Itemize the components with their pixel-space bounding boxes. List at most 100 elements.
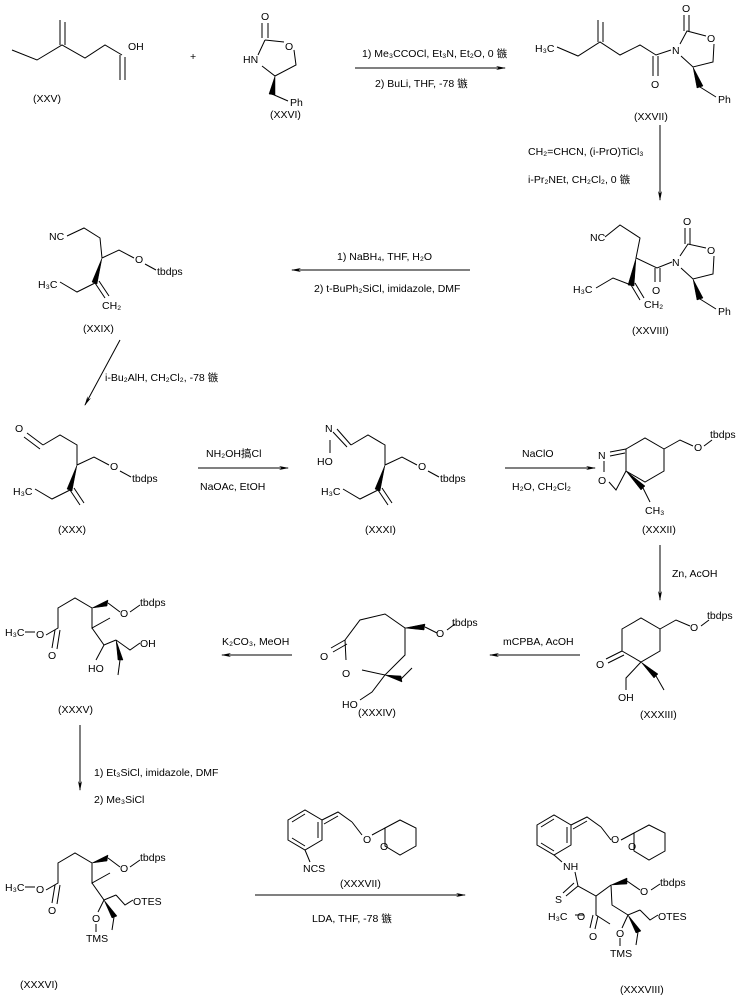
atom-label: CH₂ — [644, 299, 663, 311]
atom-label: N — [672, 257, 680, 269]
compound-XXXIV: O O HO O tbdps (XXXIV) — [320, 613, 478, 719]
compound-XXX: O O tbdps H₃C (XXX) — [13, 423, 158, 536]
atom-label: H₃C — [535, 43, 555, 55]
atom-label: Ph — [718, 94, 731, 106]
atom-label: N — [598, 450, 606, 462]
reagent-text: mCPBA, AcOH — [503, 636, 574, 648]
compound-XXXVI: H₃C O O O tbdps O TMS OTES (XXXVI) — [5, 852, 166, 991]
compound-XXXVII: NCS O O (XXXVII) — [287, 809, 417, 890]
atom-label: tbdps — [452, 617, 478, 629]
atom-label: Ph — [290, 97, 303, 109]
atom-label: H₃C — [5, 882, 25, 894]
reaction-arrow — [84, 339, 121, 406]
atom-label: tbdps — [707, 610, 733, 622]
compound-label: (XXXIV) — [358, 707, 396, 719]
atom-label: O — [261, 11, 269, 23]
atom-label: O — [92, 913, 100, 925]
atom-label: HO — [342, 699, 358, 711]
atom-label: H₃C — [13, 486, 33, 498]
atom-label: TMS — [610, 948, 632, 960]
compound-label: (XXVI) — [270, 109, 301, 121]
atom-label: H₃C — [321, 486, 341, 498]
reagent-text: LDA, THF, -78 镞 — [312, 912, 392, 925]
compound-XXXVIII: NH O O S H₃C O O O tbdps O TMS OTES (XXX… — [536, 814, 687, 996]
atom-label: NH — [563, 861, 578, 873]
atom-label: O — [628, 841, 636, 853]
atom-label: O — [598, 475, 606, 487]
reagent-text: 1) Et₃SiCl, imidazole, DMF — [94, 767, 218, 779]
atom-label: O — [707, 245, 715, 257]
atom-label: tbdps — [140, 852, 166, 864]
atom-label: O — [577, 911, 585, 923]
atom-label: O — [15, 423, 23, 435]
compound-label: (XXXIII) — [640, 709, 677, 721]
atom-label: O — [36, 884, 44, 896]
atom-label: O — [611, 834, 619, 846]
reagent-text: NaClO — [522, 448, 554, 460]
atom-label: O — [596, 659, 604, 671]
reagent-text: 1) NaBH₄, THF, H₂O — [337, 251, 432, 263]
atom-label: O — [694, 442, 702, 454]
reagent-text: Zn, AcOH — [672, 568, 718, 580]
atom-label: tbdps — [132, 473, 158, 485]
atom-label: O — [682, 3, 690, 15]
atom-label: H₃C — [548, 911, 568, 923]
atom-label: O — [683, 216, 691, 228]
atom-label: CH₂ — [102, 300, 121, 312]
atom-label: O — [652, 285, 660, 297]
atom-label: H₃C — [38, 279, 58, 291]
atom-label: O — [285, 41, 293, 53]
atom-label: tbdps — [140, 597, 166, 609]
atom-label: O — [690, 622, 698, 634]
atom-label: HN — [243, 54, 258, 66]
atom-label: O — [436, 628, 444, 640]
atom-label: O — [363, 834, 371, 846]
atom-label: O — [36, 629, 44, 641]
atom-label: O — [707, 33, 715, 45]
reagent-text: K₂CO₃, MeOH — [222, 636, 289, 648]
compound-XXIX: NC O tbdps H₃C CH₂ (XXIX) — [38, 227, 183, 335]
plus-sign: + — [190, 51, 196, 63]
atom-label: Ph — [718, 306, 731, 318]
compound-XXVII: H₃C O N O O Ph (XXVII) — [535, 3, 731, 123]
atom-label: NCS — [303, 863, 325, 875]
compound-XXVIII: NC O N O O H₃C CH₂ Ph (XXVIII) — [573, 216, 731, 337]
reagent-text: CH₂=CHCN, (i-PrO)TiCl₃ — [528, 146, 644, 158]
reagent-text: NH₂OH搞Cl — [206, 447, 261, 460]
atom-label: H₃C — [573, 284, 593, 296]
atom-label: O — [120, 608, 128, 620]
compound-label: (XXXVII) — [340, 878, 381, 890]
atom-label: OTES — [133, 896, 162, 908]
atom-label: N — [672, 45, 680, 57]
atom-label: O — [342, 668, 350, 680]
atom-label: O — [120, 863, 128, 875]
atom-label: O — [135, 254, 143, 266]
atom-label: O — [589, 931, 597, 943]
atom-label: OTES — [658, 911, 687, 923]
compound-XXXI: N HO O tbdps H₃C (XXXI) — [317, 423, 466, 536]
atom-label: N — [325, 423, 333, 435]
atom-label: OH — [618, 692, 634, 704]
compound-label: (XXV) — [33, 93, 61, 105]
compound-label: (XXXVI) — [20, 979, 58, 991]
compound-XXXV: H₃C O O O tbdps HO OH (XXXV) — [5, 597, 166, 716]
compound-XXV: OH (XXV) — [11, 20, 144, 105]
compound-XXXII: N O O tbdps CH₃ (XXXII) — [598, 429, 736, 536]
reagent-text: i-Pr₂NEt, CH₂Cl₂, 0 镞 — [528, 173, 631, 186]
reagent-text: H₂O, CH₂Cl₂ — [512, 481, 571, 493]
atom-label: O — [48, 905, 56, 917]
atom-label: O — [640, 886, 648, 898]
atom-label: O — [380, 841, 388, 853]
atom-label: S — [555, 894, 562, 906]
reagent-text: 2) BuLi, THF, -78 镞 — [375, 77, 468, 90]
atom-label: HO — [317, 456, 333, 468]
compound-label: (XXVIII) — [632, 325, 669, 337]
reagent-text: 1) Me₃CCOCl, Et₃N, Et₂O, 0 镞 — [362, 47, 508, 60]
atom-label: TMS — [86, 933, 108, 945]
atom-label: H₃C — [5, 627, 25, 639]
compound-XXXIII: O OH O tbdps (XXXIII) — [596, 610, 733, 721]
atom-label: NC — [590, 232, 606, 244]
compound-label: (XXXVIII) — [620, 984, 664, 996]
